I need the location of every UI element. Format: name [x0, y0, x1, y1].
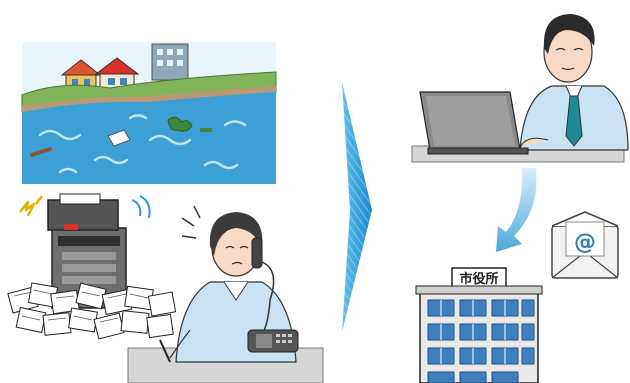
alert-ring-icon: [132, 200, 140, 216]
alert-lightning-icon: [20, 202, 34, 216]
desk-phone: [248, 330, 298, 352]
overwhelmed-office-scene: [8, 194, 323, 383]
flow-arrow: [342, 82, 372, 332]
man-worker: [520, 14, 628, 150]
paper-pile: [8, 283, 176, 339]
send-curve-arrow: [496, 168, 537, 252]
laptop-worker-scene: [412, 14, 628, 162]
email-envelope-icon: @: [552, 212, 618, 278]
at-symbol-text: @: [574, 230, 596, 255]
laptop: [420, 92, 528, 154]
flood-scene: [22, 42, 276, 184]
city-hall-sign: 市役所: [459, 271, 498, 287]
phone-receiver-icon: [252, 238, 262, 268]
city-hall-building: 市役所: [416, 268, 542, 383]
